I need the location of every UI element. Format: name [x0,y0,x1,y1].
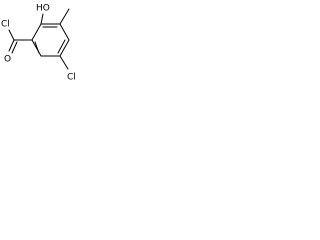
carbonyl-double-bond [11,41,18,54]
ring-double-bond [34,41,40,54]
ring-bond [31,23,42,41]
carbonyl-oxygen-label: O [4,55,11,65]
ring-bond [59,23,70,41]
acyl-chloride-label: Cl [1,20,10,30]
ring-bond [31,39,42,57]
carbonyl-double-bond [8,39,15,52]
methyl-bond [59,8,70,25]
ring-bond [59,39,70,57]
ring-chloride-label: Cl [67,73,76,83]
ring-chloride-bond [59,55,69,70]
hydroxyl-label: HO [36,4,50,14]
acyl-chloride-bond [8,29,15,41]
chemical-structure: HO Cl O Cl [1,4,76,83]
ring-double-bond [57,39,66,54]
hydroxyl-bond [40,13,44,25]
